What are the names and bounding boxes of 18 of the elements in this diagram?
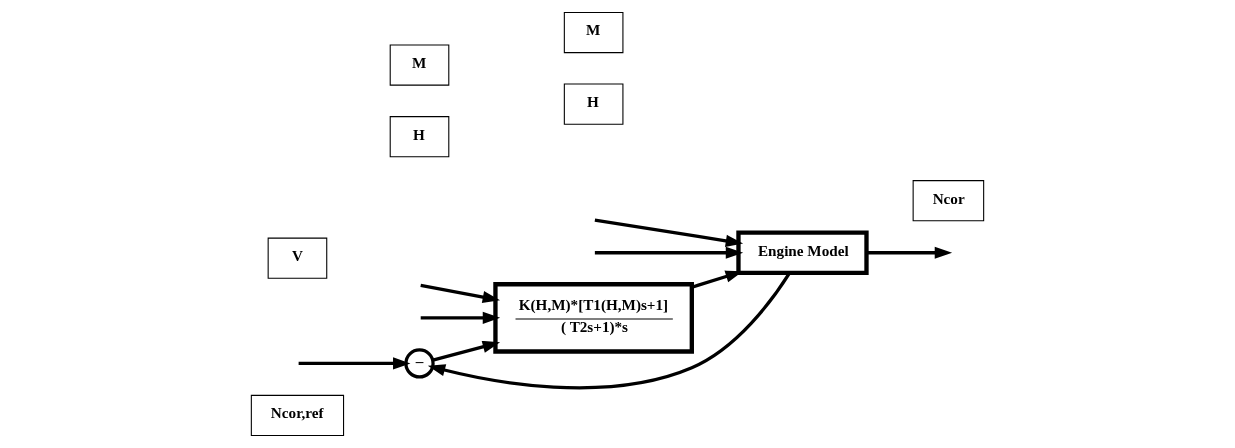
arrow — [427, 272, 791, 390]
arrow — [594, 218, 744, 247]
node-box: H — [389, 116, 450, 158]
arrow — [420, 311, 501, 324]
arrow — [432, 340, 501, 362]
arrow — [298, 357, 411, 370]
node-box: Ncor,ref — [250, 394, 345, 437]
node-box: V — [267, 237, 328, 279]
node-box: Engine Model — [736, 230, 869, 275]
arrow — [866, 246, 953, 259]
node-box: Ncor — [912, 180, 985, 222]
node-box: M — [389, 44, 450, 86]
node-circle: – — [404, 348, 435, 379]
node-box: M — [563, 11, 624, 54]
node-box: K(H,M)*[T1(H,M)s+1] ( T2s+1)*s — [493, 282, 694, 354]
node-box: H — [563, 83, 624, 125]
arrow — [420, 283, 501, 304]
arrow — [594, 246, 744, 259]
